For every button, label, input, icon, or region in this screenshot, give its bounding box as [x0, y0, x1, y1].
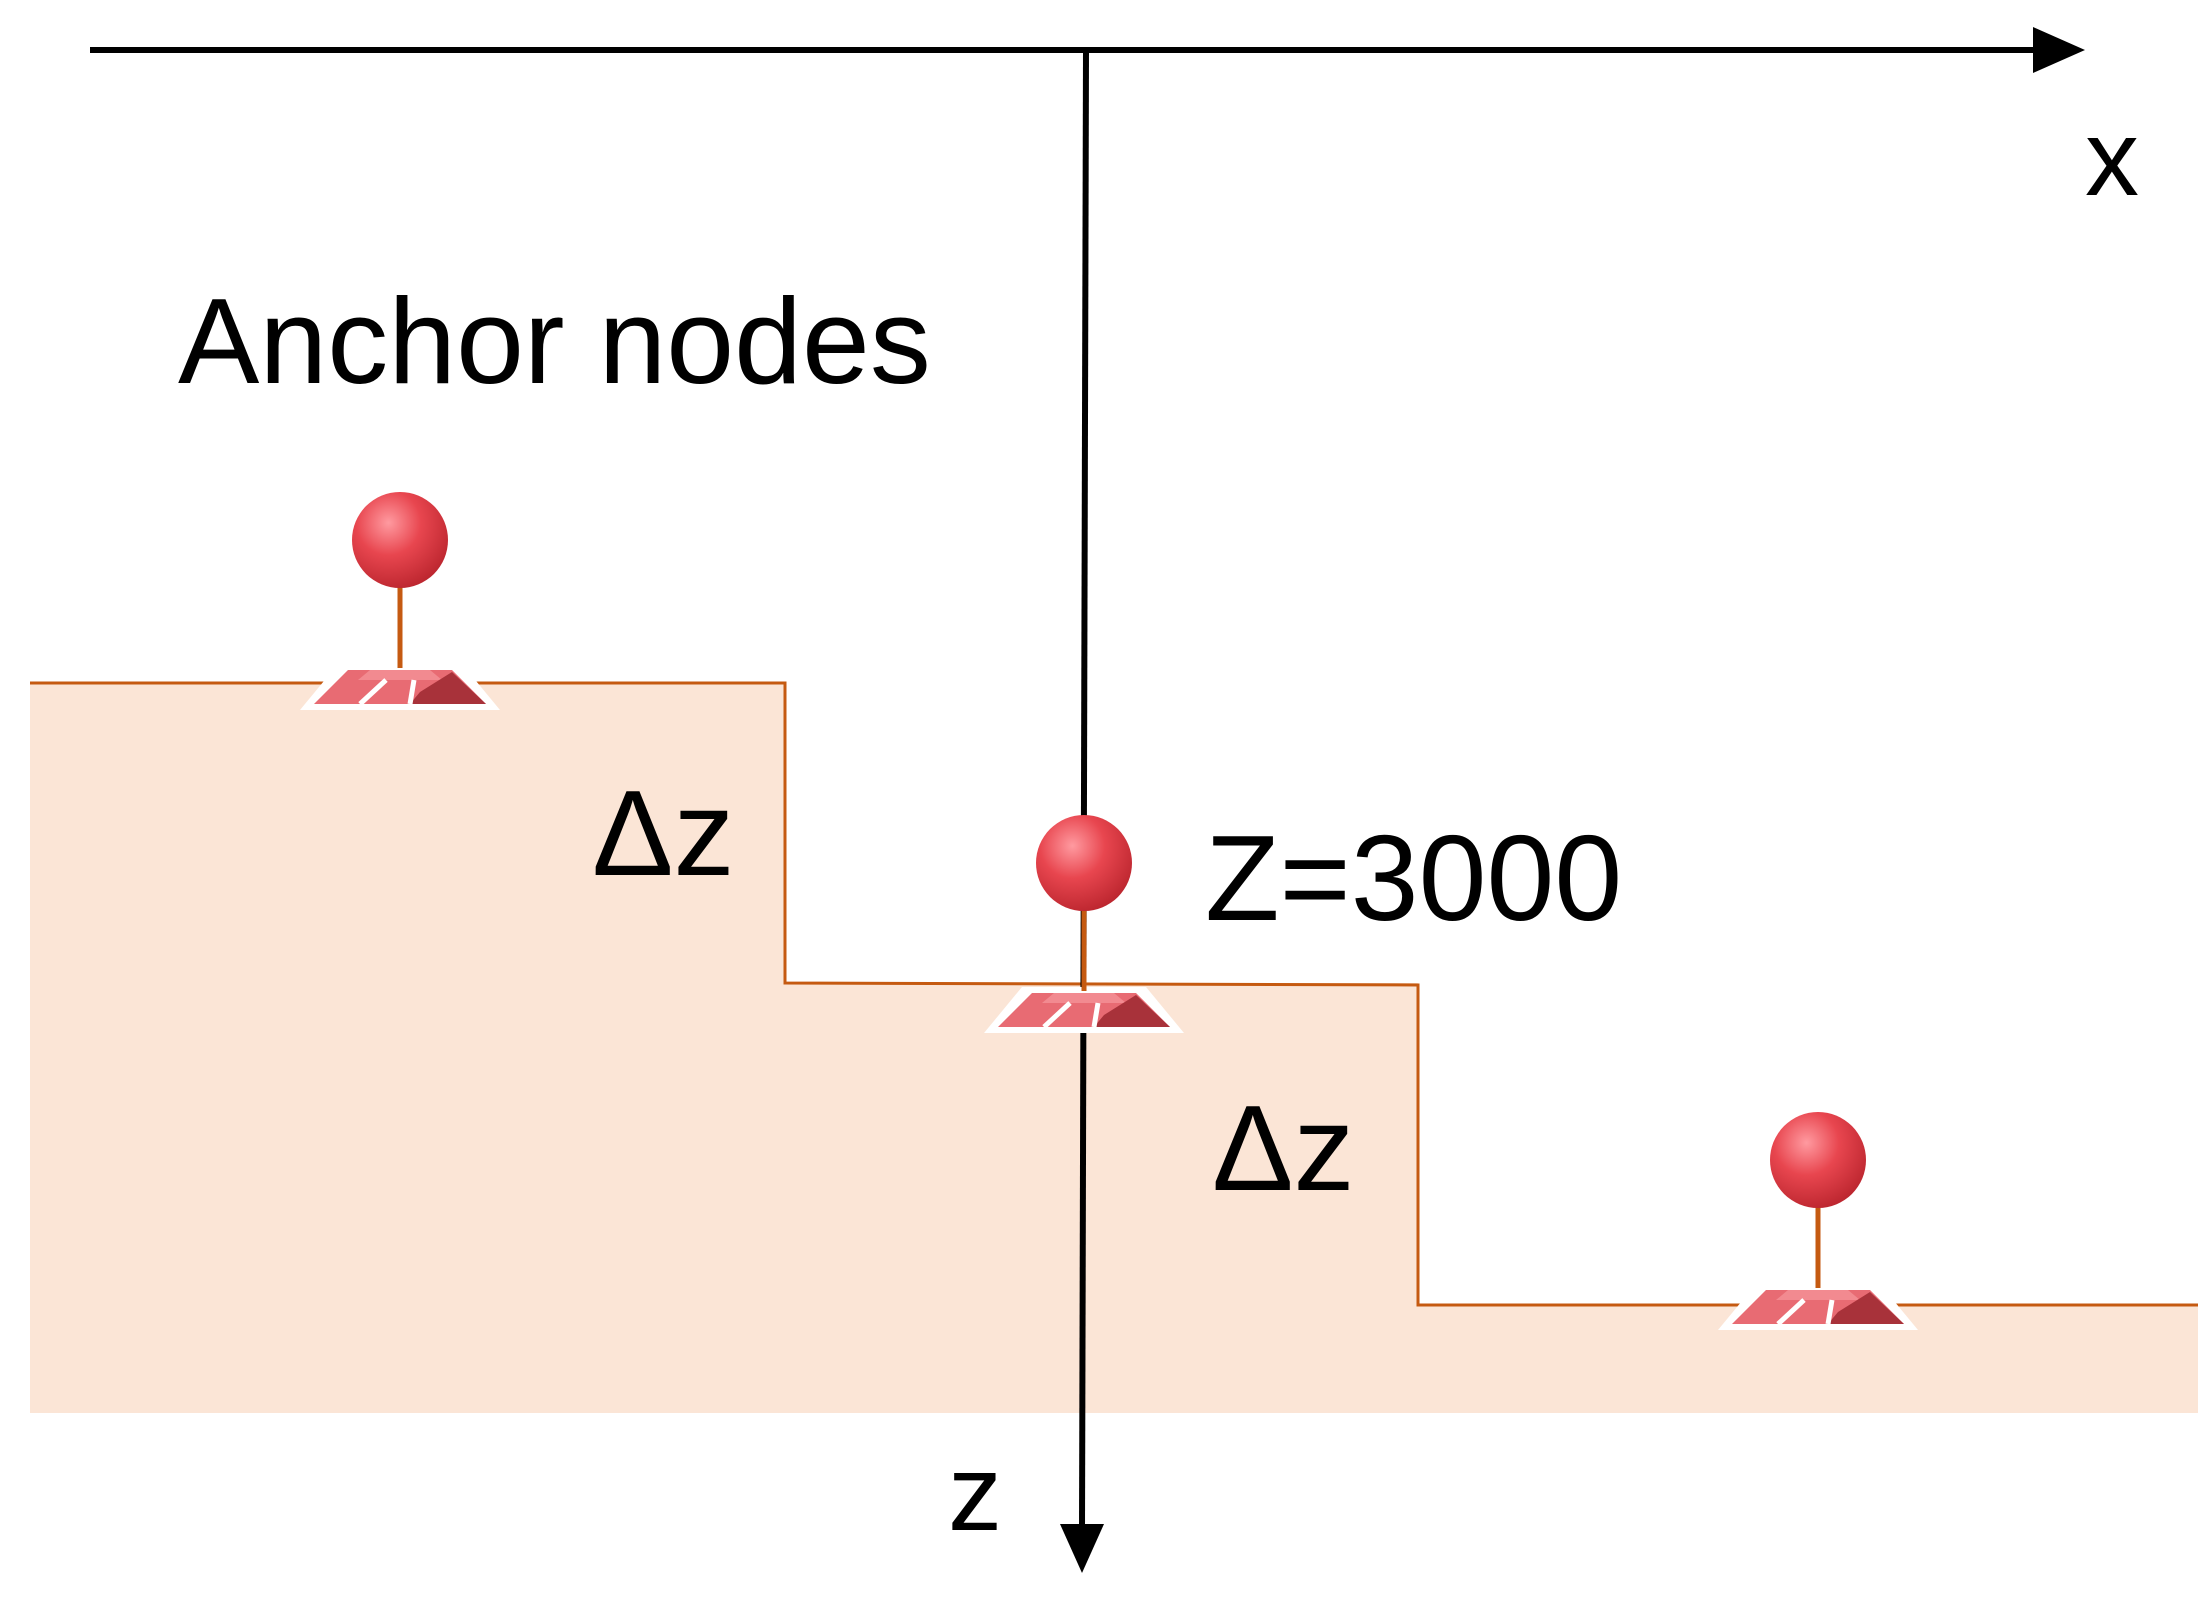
x-axis-arrowhead	[2033, 27, 2085, 73]
delta-z-lower-label: Δz	[1212, 1080, 1355, 1216]
anchor-nodes-label: Anchor nodes	[178, 273, 931, 409]
anchor-node-icon	[300, 492, 500, 710]
anchor-node-icon	[1718, 1112, 1918, 1330]
delta-z-upper-label: Δz	[592, 765, 735, 901]
z-axis-line	[1079, 49, 1089, 1531]
anchor-node-icon	[984, 815, 1184, 1033]
x-axis-label: x	[2085, 97, 2139, 218]
z-axis-arrowhead	[1060, 1524, 1104, 1573]
z-axis-label: z	[948, 1432, 1002, 1553]
seabed-profile	[30, 681, 2198, 1307]
seabed-area	[30, 683, 2198, 1413]
depth-label: Z=3000	[1205, 810, 1622, 946]
